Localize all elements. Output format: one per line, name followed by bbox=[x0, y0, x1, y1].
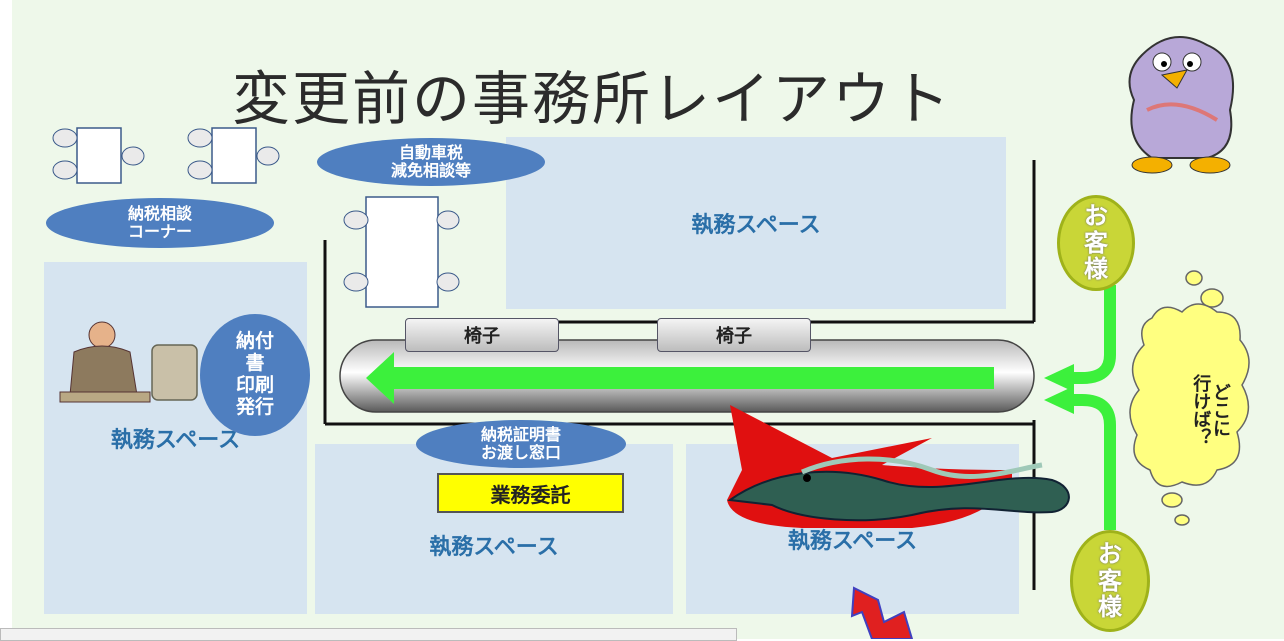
thought-bubble-icon bbox=[1129, 270, 1250, 526]
chair-seat bbox=[52, 128, 78, 148]
chair-seat bbox=[187, 128, 213, 148]
auto-tax-consult-oval: 自動車税 減免相談等 bbox=[317, 138, 545, 186]
payment-slip-issue-oval: 納付 書 印刷 発行 bbox=[200, 314, 310, 436]
table bbox=[76, 127, 122, 184]
angry-bird-mascot-icon bbox=[1128, 36, 1234, 174]
chair-seat bbox=[52, 160, 78, 180]
lightning-arrow bbox=[850, 586, 914, 639]
chair-seat bbox=[436, 210, 460, 230]
slide: 変更前の事務所レイアウト 執務スペース 執務スペース 執務スペース 執務スペース bbox=[12, 0, 1284, 639]
table bbox=[365, 196, 439, 308]
flow-arrow-left bbox=[366, 352, 994, 404]
table bbox=[211, 127, 257, 184]
consult-table-1 bbox=[52, 127, 145, 184]
office-worker-icon bbox=[59, 321, 198, 403]
bottom-scroll-area[interactable] bbox=[0, 628, 737, 641]
auto-tax-table bbox=[343, 196, 460, 308]
work-space-label: 執務スペース bbox=[691, 213, 821, 238]
outsourcing-box: 業務委託 bbox=[437, 473, 624, 513]
arrowhead bbox=[1044, 364, 1074, 392]
floor-plan-graphics bbox=[52, 36, 1250, 639]
work-space-bottom-middle: 執務スペース bbox=[315, 444, 673, 614]
work-space-label: 執務スペース bbox=[429, 535, 559, 560]
tax-consult-corner-oval: 納税相談 コーナー bbox=[46, 198, 274, 248]
work-space-top: 執務スペース bbox=[506, 137, 1006, 309]
where-to-go-text: どこに 行けば？ bbox=[1190, 374, 1231, 446]
chair-seat bbox=[343, 210, 369, 230]
chair-seat bbox=[343, 272, 369, 292]
chair-seat bbox=[121, 146, 145, 166]
consult-table-2 bbox=[187, 127, 280, 184]
work-space-label: 執務スペース bbox=[110, 428, 241, 453]
customer-flow-lower bbox=[1072, 394, 1116, 530]
eel-icon bbox=[727, 456, 1070, 522]
page-title: 変更前の事務所レイアウト bbox=[232, 65, 953, 133]
customer-circle-bottom: お 客 様 bbox=[1070, 530, 1150, 632]
certificate-window-oval: 納税証明書 お渡し窓口 bbox=[416, 420, 626, 468]
customer-flow-upper bbox=[1072, 285, 1116, 384]
work-space-label: 執務スペース bbox=[787, 529, 918, 554]
counter-chair: 椅子 bbox=[405, 318, 559, 352]
counter-chair: 椅子 bbox=[657, 318, 811, 352]
customer-circle-top: お 客 様 bbox=[1057, 195, 1135, 291]
chair-seat bbox=[436, 272, 460, 292]
chair-seat bbox=[187, 160, 213, 180]
arrowhead bbox=[1044, 386, 1074, 414]
chair-seat bbox=[256, 146, 280, 166]
